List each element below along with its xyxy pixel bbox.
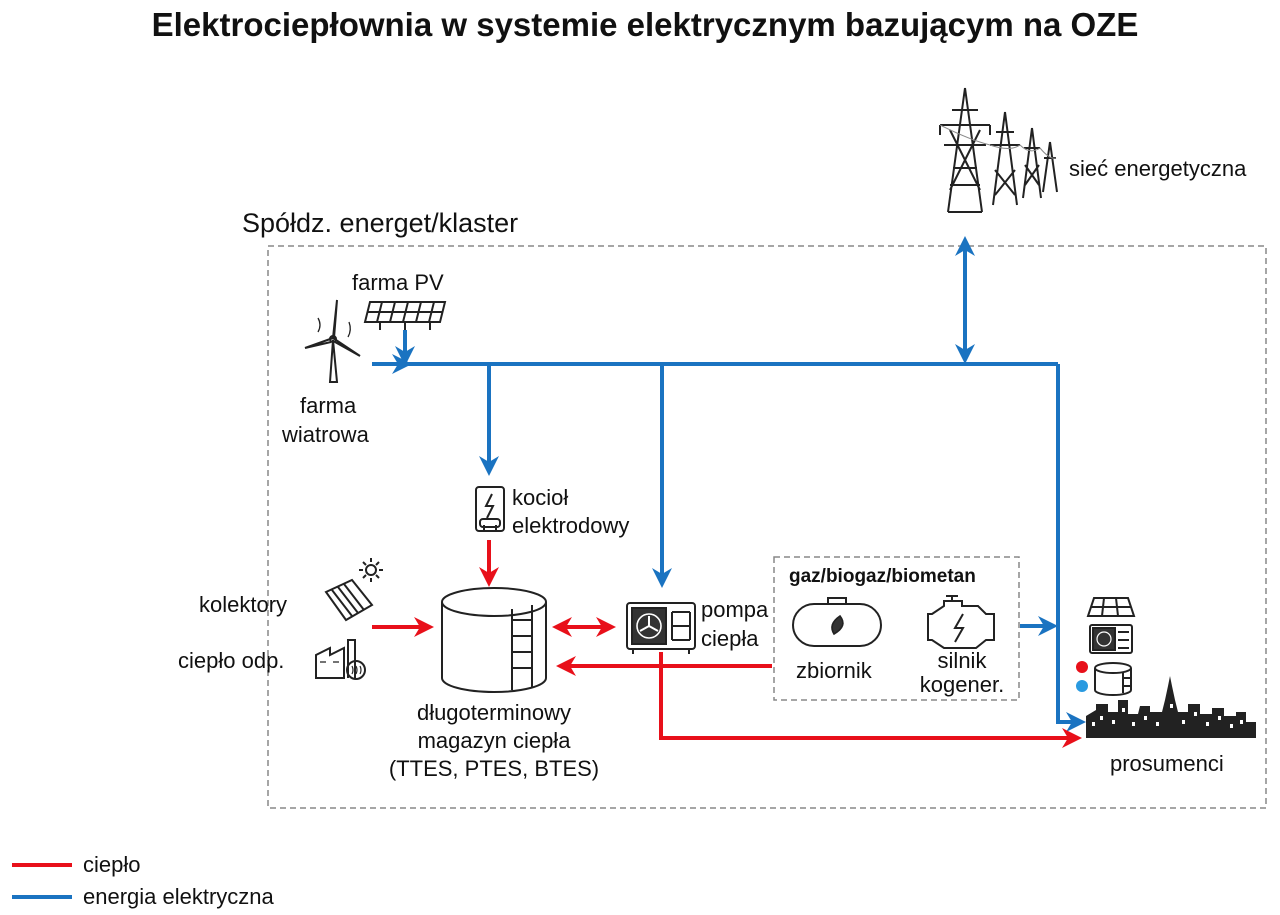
factory-icon <box>315 639 366 680</box>
waste-heat-label: ciepło odp. <box>178 648 284 673</box>
wind-turbine-icon <box>304 299 361 383</box>
gas-chp-group-box <box>773 556 1020 701</box>
electrode-boiler-icon <box>475 486 505 532</box>
gas-group-label: gaz/biogaz/biometan <box>789 566 976 587</box>
wind-farm-label-2: wiatrowa <box>281 422 370 447</box>
hot-dot-icon <box>1076 661 1088 673</box>
gas-tank-icon <box>792 597 882 647</box>
legend-electric-label: energia elektryczna <box>83 884 275 909</box>
storage-label-3: (TTES, PTES, BTES) <box>389 756 599 781</box>
cold-dot-icon <box>1076 680 1088 692</box>
bus-to-prosumers-arrow <box>1056 364 1086 732</box>
tank-label: zbiornik <box>796 658 873 683</box>
sun-icon <box>359 558 383 582</box>
wind-farm-label-1: farma <box>300 393 357 418</box>
prosumer-icons <box>1076 597 1256 738</box>
storage-label-2: magazyn ciepła <box>418 728 572 753</box>
engine-label-1: silnik <box>938 648 988 673</box>
engine-label-2: kogener. <box>920 672 1004 697</box>
heat-lines <box>372 540 1082 748</box>
heat-storage-tank-icon <box>441 587 547 693</box>
prosumers-label: prosumenci <box>1110 751 1224 776</box>
heat-pump-icon <box>626 602 696 654</box>
grid-label: sieć energetyczna <box>1069 156 1247 181</box>
legend-heat-label: ciepło <box>83 852 140 877</box>
heat-pump-icon <box>1089 624 1133 654</box>
solar-panel-icon <box>1086 597 1136 617</box>
cluster-label: Spółdz. energet/klaster <box>242 208 518 238</box>
power-pylon-icon <box>939 87 1058 213</box>
collectors-label: kolektory <box>199 592 287 617</box>
diagram-title: Elektrociepłownia w systemie elektryczny… <box>152 6 1139 43</box>
legend: ciepło energia elektryczna <box>12 852 275 909</box>
pv-farm-label: farma PV <box>352 270 444 295</box>
solar-collector-icon <box>324 578 374 622</box>
storage-label-1: długoterminowy <box>417 700 571 725</box>
boiler-label-2: elektrodowy <box>512 513 629 538</box>
heat-pump-label-1: pompa <box>701 597 769 622</box>
heat-pump-label-2: ciepła <box>701 626 759 651</box>
heat-storage-tank-icon <box>1094 662 1132 696</box>
electric-lines <box>372 236 1086 732</box>
engine-icon <box>927 595 995 649</box>
town-icon <box>1086 676 1256 738</box>
solar-panel-icon <box>363 301 447 330</box>
boiler-label-1: kocioł <box>512 485 568 510</box>
